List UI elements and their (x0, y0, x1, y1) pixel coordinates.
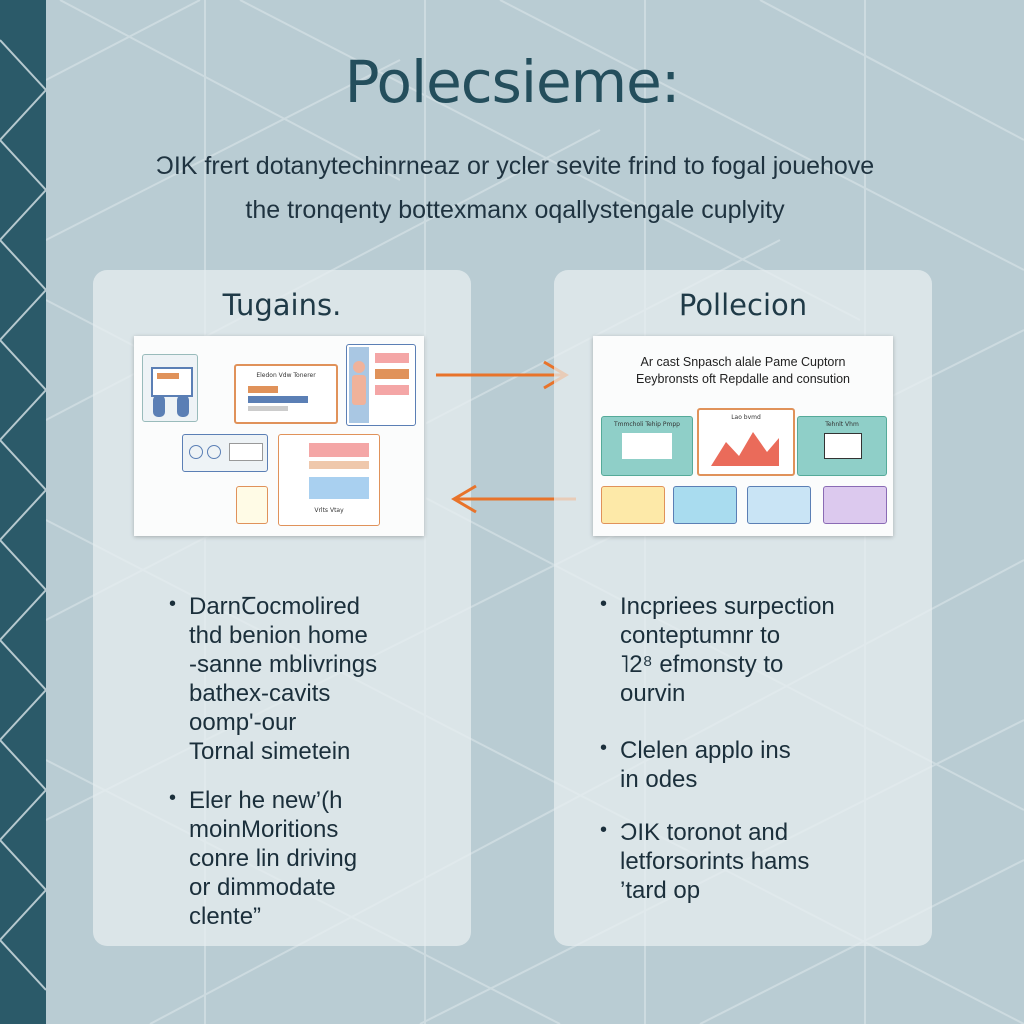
mockup-chart-card: Lao bvmd (697, 408, 795, 476)
mockup-purple-card (823, 486, 887, 524)
right-panel-title: Pollecion (678, 288, 808, 322)
bullet-dot-icon: • (600, 593, 608, 615)
right-bullet-2: • Clelen applo ins in odes (600, 736, 791, 794)
left-bullet-2: • Eler he new’(h moinMoritions conre lin… (169, 786, 357, 931)
left-panel: Tugains. Eledon Vdw Tonerer (93, 270, 471, 946)
left-decorative-strip (0, 0, 46, 1024)
right-screenshot-caption: Ar cast Snpasch alale Pame Cuptorn Eeybr… (635, 355, 851, 386)
bullet-dot-icon: • (600, 819, 608, 841)
mockup-teal-card-2: Tehnlt Vhm (797, 416, 887, 476)
left-panel-screenshot: Eledon Vdw Tonerer Vrlts Vtay (134, 336, 424, 536)
bullet-dot-icon: • (600, 737, 608, 759)
subtitle-line-2: the tronqenty bottexmanx oqallystengale … (245, 196, 785, 224)
mockup-tablet-card (142, 354, 198, 422)
page-title: Polecsieme: (344, 48, 681, 116)
subtitle-line-1: ƆIK frert dotanytechinrneaz or ycler sev… (155, 152, 875, 180)
right-panel: Pollecion Ar cast Snpasch alale Pame Cup… (554, 270, 932, 946)
mockup-person-card (346, 344, 416, 426)
arrow-right-icon (436, 360, 569, 390)
mockup-controls-bar (182, 434, 268, 472)
mockup-teal-card-1: Tmmcholi Tehip Pmpp (601, 416, 693, 476)
bullet-dot-icon: • (169, 787, 177, 809)
mockup-blue-card (673, 486, 737, 524)
right-panel-screenshot: Ar cast Snpasch alale Pame Cuptorn Eeybr… (593, 336, 893, 536)
left-panel-title: Tugains. (222, 288, 342, 322)
mockup-pink-card-label: Vrlts Vtay (314, 507, 344, 514)
mockup-pink-card: Vrlts Vtay (278, 434, 380, 526)
mockup-lightblue-card (747, 486, 811, 524)
left-bullet-1: • DarnꞆocmolired thd benion home -sanne … (169, 592, 377, 766)
mockup-form-label: Eledon Vdw Tonerer (256, 372, 316, 379)
right-bullet-3: • ƆIK toronot and letforsorints hams ’ta… (600, 818, 809, 905)
right-bullet-1: • Incpriees surpection conteptumnr to ˥2… (600, 592, 835, 708)
mockup-small-card (236, 486, 268, 524)
bullet-dot-icon: • (169, 593, 177, 615)
mockup-yellow-card (601, 486, 665, 524)
mockup-form-card: Eledon Vdw Tonerer (234, 364, 338, 424)
